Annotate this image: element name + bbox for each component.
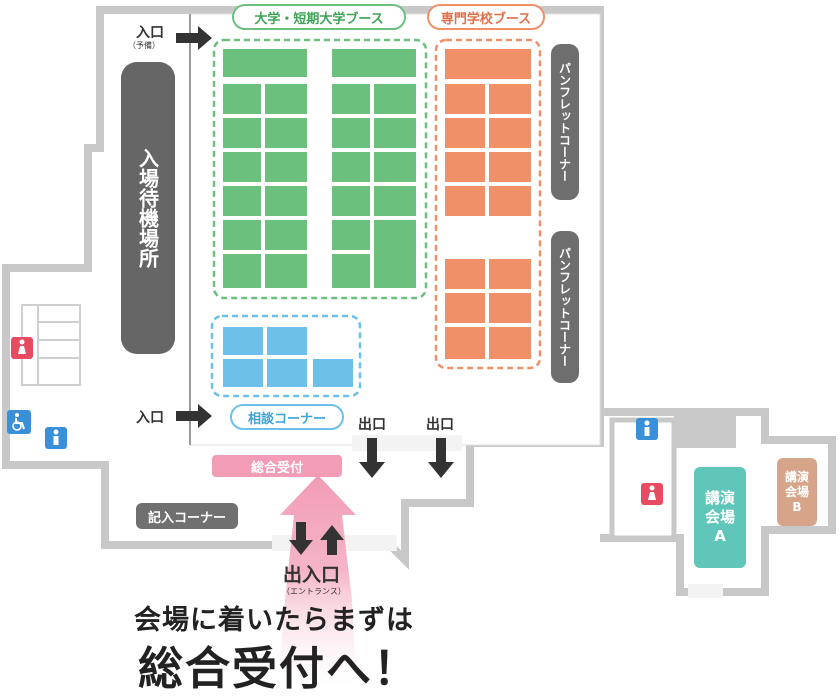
consultation-booths [221, 325, 355, 389]
wheelchair-icon [7, 410, 31, 434]
main-entrance-label: 出入口 [283, 564, 341, 586]
male-toilet-icon-right [636, 418, 658, 440]
left-entrance-label: 入口 [136, 410, 164, 426]
exit1-label: 出口 [358, 417, 386, 433]
main-entrance-note: （エントランス） [282, 587, 346, 596]
waiting-area: 入場待機場所 [121, 62, 175, 354]
hall-a-line3: A [714, 526, 726, 545]
message-line2: 総合受付へ！ [138, 642, 421, 695]
consultation-corner-label: 相談コーナー [230, 404, 344, 430]
main-enter-arrow [320, 525, 344, 555]
lecture-hall-a: 講演 会場 A [694, 467, 746, 568]
vocational-booth-zone [434, 38, 542, 370]
hall-b-line2: 会場 [784, 484, 809, 499]
top-entrance-arrow [176, 26, 212, 50]
female-toilet-icon-right [641, 483, 663, 505]
restroom-divider [674, 412, 736, 448]
exit1-arrow [359, 438, 385, 478]
exit2-arrow [428, 438, 454, 478]
pamphlet-corner-bottom: パンフレットコーナー [551, 231, 579, 383]
main-exit-arrow [289, 522, 313, 555]
university-booths [221, 47, 418, 290]
hall-b-line1: 講演 [784, 469, 809, 484]
consultation-zone [210, 314, 362, 398]
male-toilet-icon-left [45, 427, 67, 449]
writing-corner-label: 記入コーナー [136, 503, 238, 529]
message-line1: 会場に着いたらまずは [134, 605, 414, 636]
hall-a-line1: 講演 [704, 489, 735, 508]
top-entrance-note: （予備） [128, 41, 160, 50]
lecture-hall-b: 講演 会場 B [777, 458, 817, 526]
hall-b-line3: B [792, 499, 802, 514]
female-toilet-icon [11, 337, 33, 359]
university-booth-zone [212, 38, 428, 300]
university-booth-label: 大学・短期大学ブース [232, 4, 406, 30]
left-entrance-arrow [176, 404, 212, 428]
exit2-label: 出口 [426, 417, 454, 433]
entrance-arrows [176, 26, 454, 555]
vocational-booth-label: 専門学校ブース [427, 4, 545, 30]
vocational-booths [443, 47, 533, 361]
pamphlet-corner-top: パンフレットコーナー [551, 44, 579, 200]
staircase [21, 304, 81, 386]
reception-label: 総合受付 [212, 455, 342, 477]
hall-a-line2: 会場 [704, 508, 735, 527]
top-entrance-label: 入口 [136, 25, 164, 41]
